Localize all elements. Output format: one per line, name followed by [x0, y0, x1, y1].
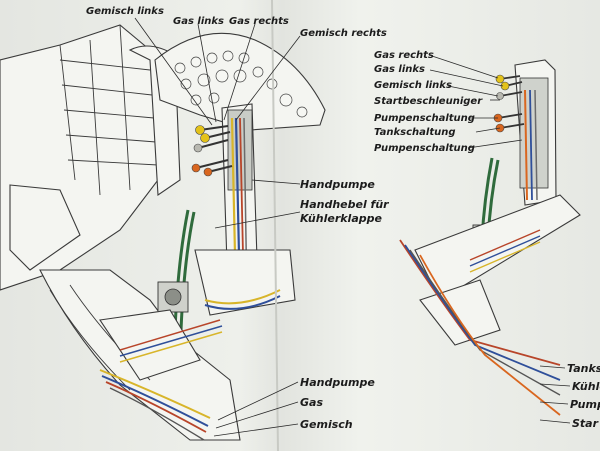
label-gas-links: Gas links: [374, 64, 425, 75]
label-star-cut: Star: [572, 417, 599, 430]
label-gemisch-bottom: Gemisch: [300, 418, 353, 431]
label-gas-links-top: Gas links: [173, 16, 224, 27]
instrument-panel: [154, 32, 326, 131]
page-fold: [271, 0, 279, 451]
label-kuhle-cut: Kühle: [572, 380, 600, 393]
label-pump-cut: Pump: [570, 398, 600, 411]
control-assembly-right: [399, 59, 581, 416]
label-gas-rechts-top: Gas rechts: [229, 16, 289, 27]
label-gas-rechts: Gas rechts: [374, 50, 434, 61]
label-gemisch-links: Gemisch links: [374, 80, 452, 91]
lower-wiring-left: [99, 309, 223, 441]
label-tanks-cut: Tanks: [567, 362, 600, 375]
label-tankschaltung: Tankschaltung: [374, 127, 456, 138]
label-gas-bottom: Gas: [300, 396, 323, 409]
label-startbeschleuniger: Startbeschleuniger: [374, 96, 483, 107]
label-handhebel-line1: Handhebel für: [300, 198, 389, 211]
throttle-column-left: [157, 103, 296, 331]
label-handhebel-line2: Kühlerklappe: [300, 212, 382, 225]
label-pumpenschaltung-2: Pumpenschaltung: [374, 143, 475, 154]
label-pumpenschaltung-1: Pumpenschaltung: [374, 113, 475, 124]
label-handpumpe-bottom: Handpumpe: [300, 376, 375, 389]
label-handpumpe: Handpumpe: [300, 178, 375, 191]
leader-lines: [134, 17, 571, 437]
label-gemisch-rechts: Gemisch rechts: [300, 28, 387, 39]
labels-left: Gemisch links Gas links Gas rechts Gemis…: [86, 6, 389, 431]
label-gemisch-links-top: Gemisch links: [86, 6, 164, 17]
labels-right: Gas rechts Gas links Gemisch links Start…: [374, 50, 600, 430]
